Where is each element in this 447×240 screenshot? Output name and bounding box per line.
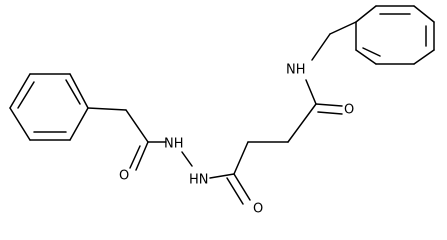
bond	[87, 107, 127, 111]
bond	[135, 141, 149, 171]
bond	[17, 81, 35, 109]
bond	[69, 107, 89, 141]
left-carbonyl-oxygen-label: O	[119, 169, 129, 184]
bond	[125, 109, 149, 143]
atom-label-layer: NH O NH HN O O	[119, 63, 354, 217]
bond	[355, 49, 377, 65]
bond	[129, 145, 141, 169]
bond	[181, 151, 193, 167]
bond	[315, 103, 343, 107]
bond	[69, 73, 89, 109]
hydrazide-hn-label: HN	[189, 173, 209, 188]
bond	[287, 103, 317, 143]
bond	[329, 21, 357, 35]
bond	[362, 47, 381, 57]
bond	[233, 141, 249, 175]
bond	[9, 73, 31, 109]
bond	[9, 107, 31, 141]
bond	[413, 5, 435, 23]
amide-oxygen-label: O	[344, 103, 354, 118]
bond	[311, 33, 331, 61]
bond	[209, 173, 235, 179]
bond	[65, 79, 81, 105]
molecule-structure-diagram: NH O NH HN O O	[9, 5, 435, 217]
bond-layer	[9, 5, 435, 205]
bond	[355, 5, 377, 23]
bond	[413, 49, 435, 65]
bond	[317, 111, 343, 115]
bond	[305, 79, 317, 105]
bottom-carbonyl-oxygen-label: O	[253, 202, 263, 217]
amide-nh-label: NH	[286, 63, 306, 78]
hydrazide-nh-label: NH	[164, 137, 184, 152]
bond	[226, 177, 244, 205]
bond	[233, 173, 251, 201]
